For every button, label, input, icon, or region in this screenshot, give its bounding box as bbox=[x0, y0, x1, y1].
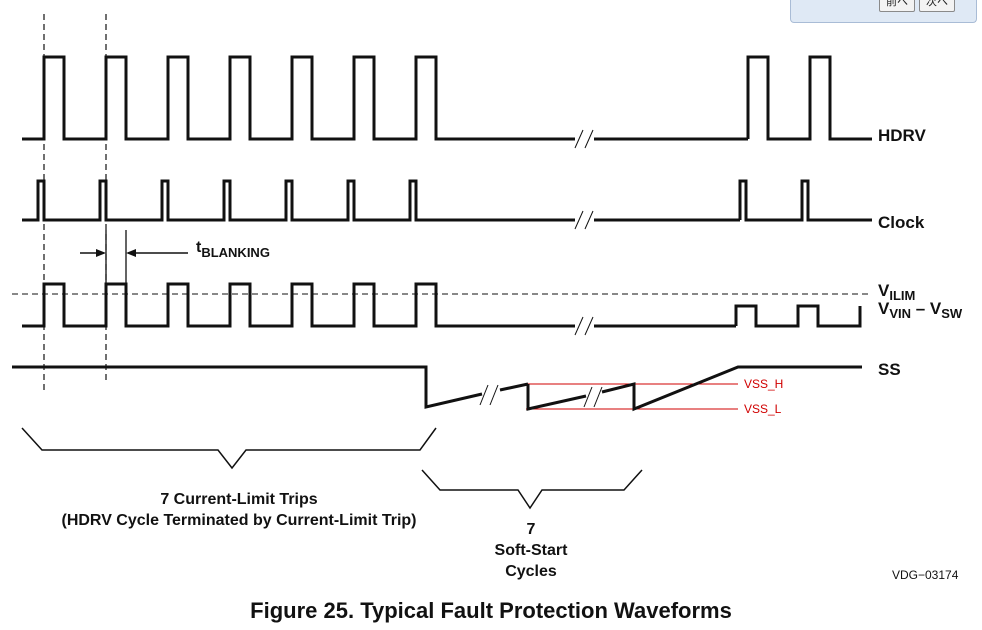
ss-trace bbox=[12, 365, 483, 409]
vsense-trace bbox=[22, 282, 575, 328]
next-button[interactable]: 次へ bbox=[919, 0, 955, 12]
ss-break-mark-2 bbox=[583, 386, 593, 408]
blanking-arrow-left bbox=[126, 249, 136, 257]
trips-annotation-line1: 7 Current-Limit Trips bbox=[160, 491, 317, 508]
clock-trace bbox=[22, 179, 575, 222]
prev-button[interactable]: 前へ bbox=[879, 0, 915, 12]
softstart-annotation-line3: Cycles bbox=[505, 563, 557, 580]
vsense-break-mark bbox=[574, 316, 584, 336]
trips-annotation-line2: (HDRV Cycle Terminated by Current-Limit … bbox=[61, 512, 416, 529]
vsense-label: VVIN – VSW bbox=[878, 299, 963, 321]
clock-break-mark bbox=[574, 210, 584, 230]
corner-toolbar: 前へ 次へ bbox=[790, 0, 977, 23]
clock-label: Clock bbox=[878, 213, 925, 232]
blanking-arrow-right bbox=[96, 249, 106, 257]
ss-label: SS bbox=[878, 360, 901, 379]
vilim-label: VILIM bbox=[878, 281, 915, 303]
hdrv-trace bbox=[22, 55, 575, 141]
trips-brace bbox=[21, 427, 437, 470]
softstart-annotation-line1: 7 bbox=[527, 521, 536, 538]
blanking-label: tBLANKING bbox=[196, 239, 270, 260]
vss-h-label: VSS_H bbox=[744, 377, 783, 391]
hdrv-label: HDRV bbox=[878, 126, 927, 145]
hdrv-break-mark bbox=[574, 129, 584, 149]
ss-break-mark-1 bbox=[479, 384, 489, 406]
softstart-annotation-line2: Soft-Start bbox=[495, 542, 569, 559]
figure-id: VDG−03174 bbox=[892, 568, 959, 582]
softstart-brace bbox=[421, 469, 643, 510]
figure-caption: Figure 25. Typical Fault Protection Wave… bbox=[250, 598, 732, 623]
vss-l-label: VSS_L bbox=[744, 402, 782, 416]
